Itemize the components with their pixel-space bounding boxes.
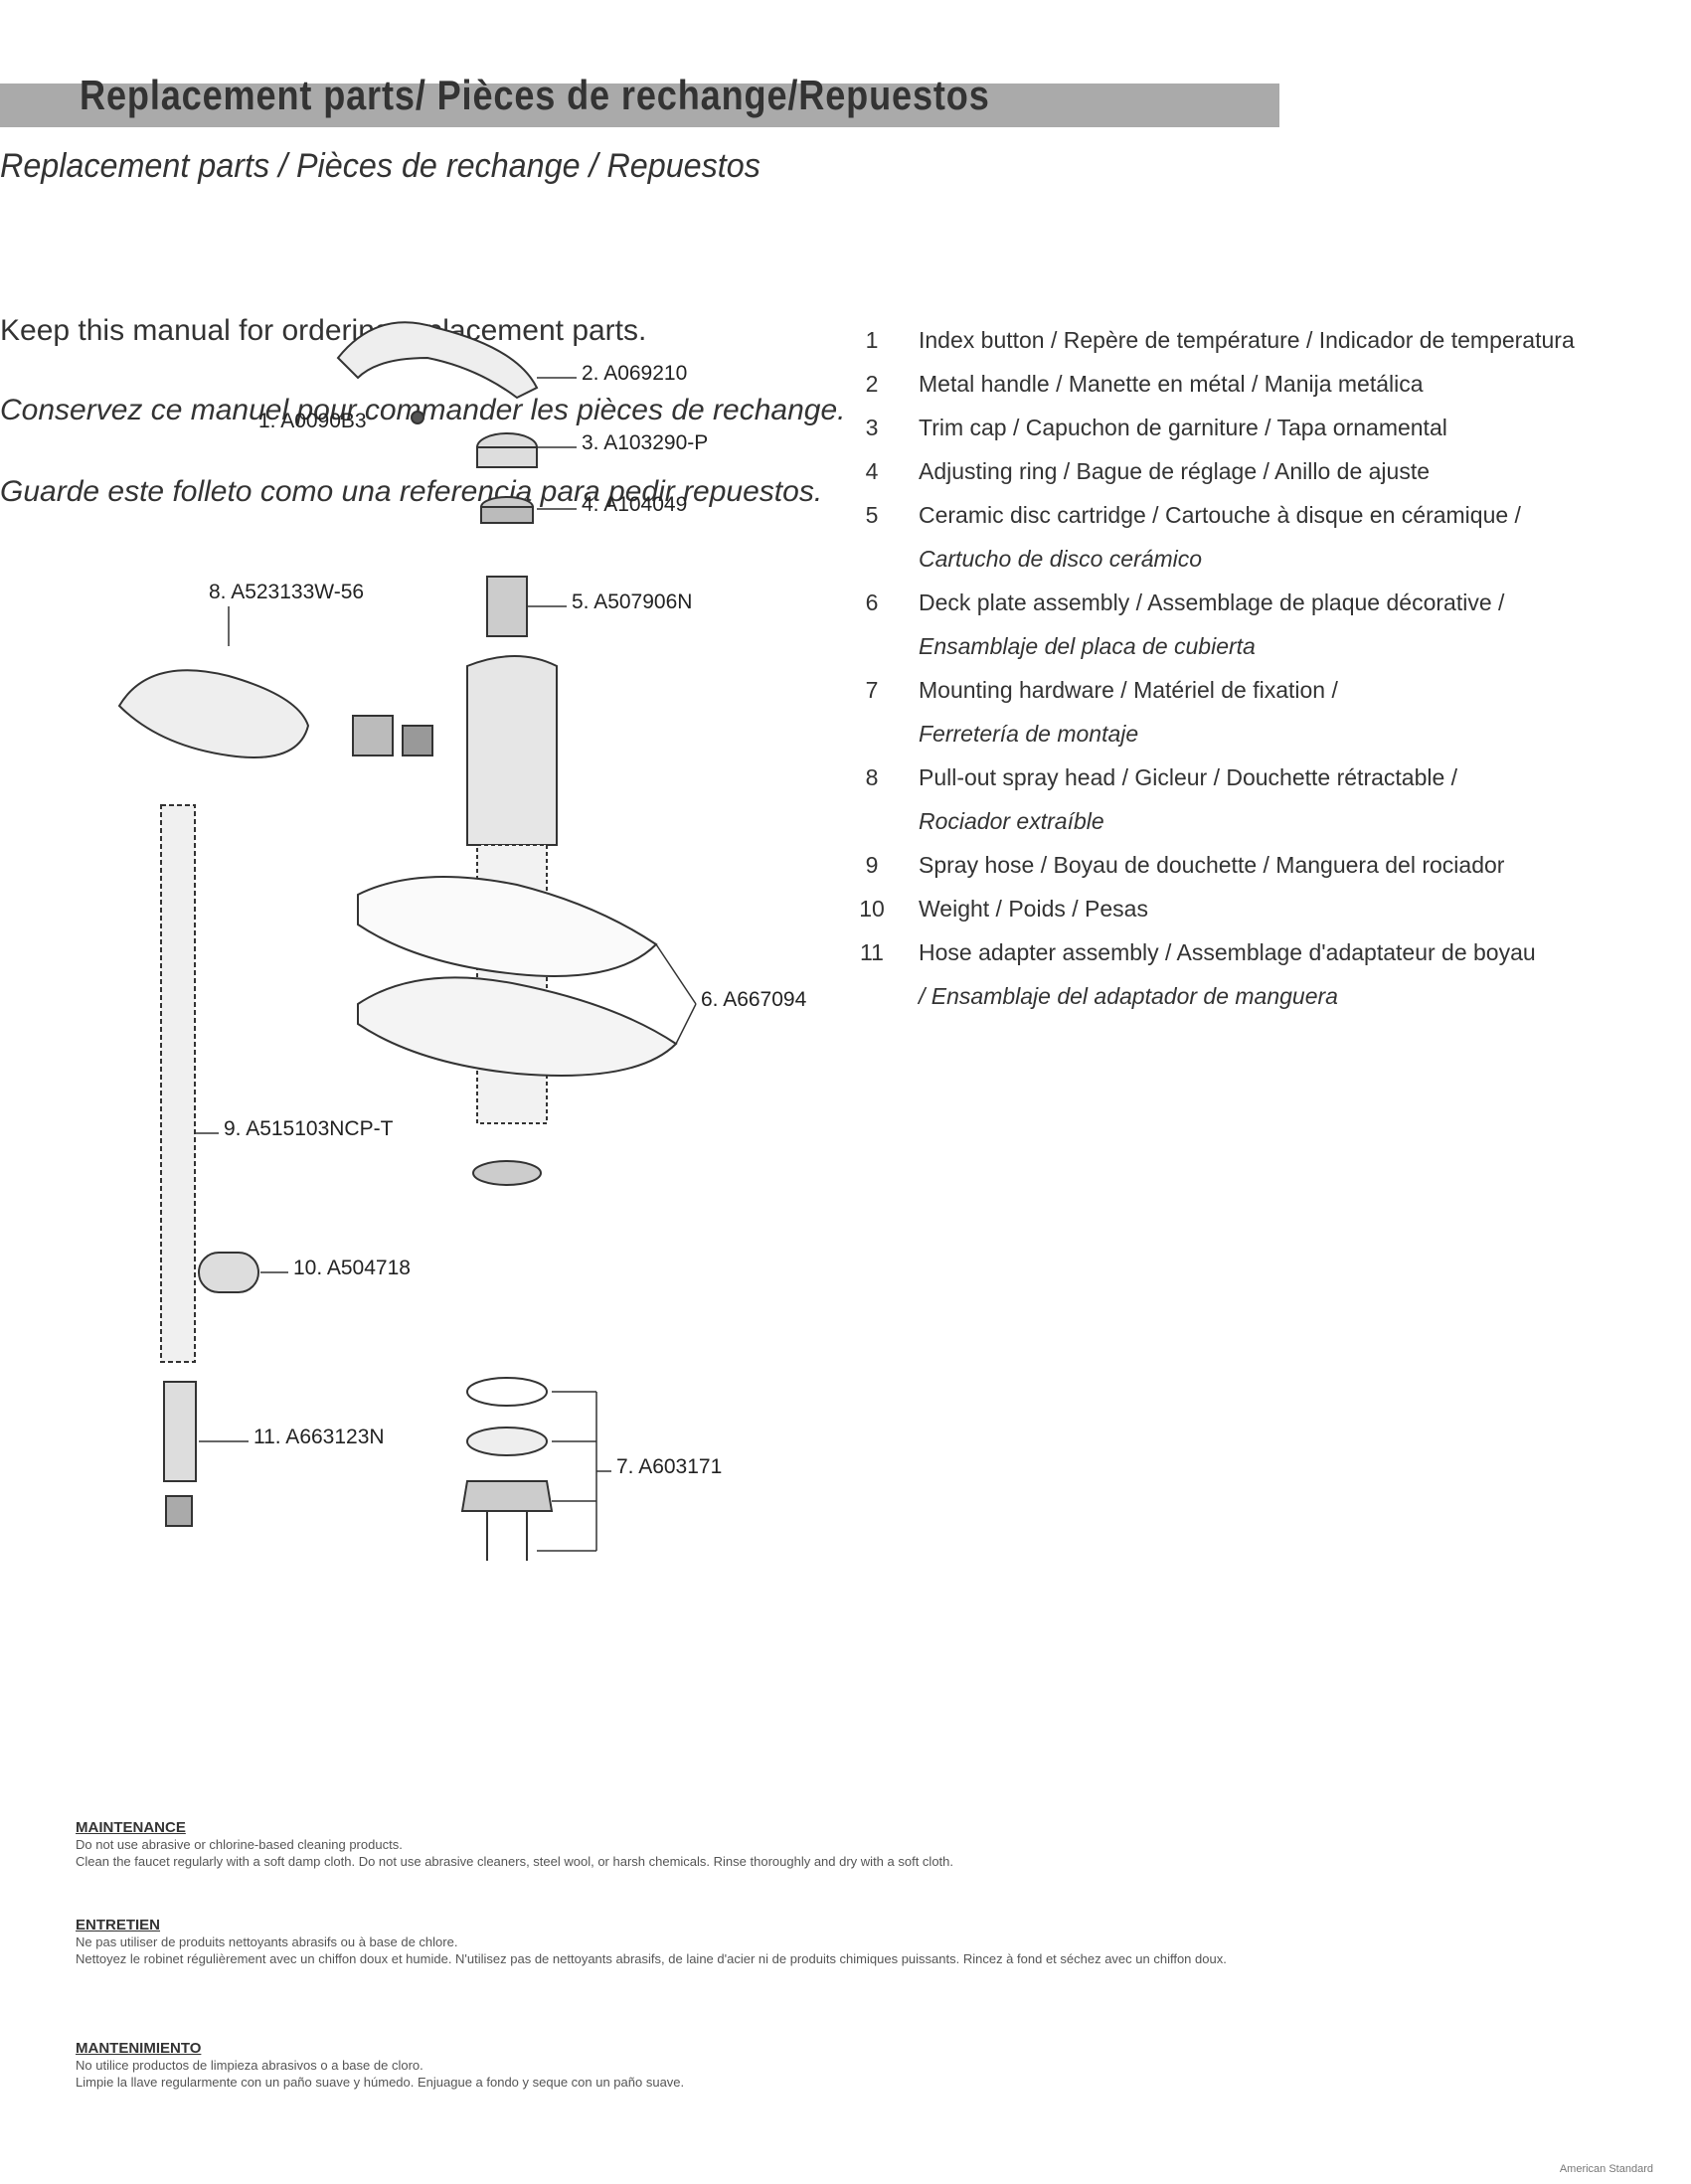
part-text: Adjusting ring / Bague de réglage / Anil… [919, 458, 1431, 484]
mounting-bracket [460, 1480, 554, 1512]
intro-keep-text: Keep this manual for ordering replacemen… [0, 314, 647, 347]
part-row-continued: Cartucho de disco cerámico [857, 537, 1612, 581]
deck-plate-gasket [357, 976, 678, 1077]
part-text: Ferretería de montaje [919, 721, 1139, 747]
part-row: 9 Spray hose / Boyau de douchette / Mangu… [857, 843, 1612, 887]
faucet-body [466, 655, 558, 846]
mounting-ring-2 [466, 1427, 548, 1456]
part-text: Metal handle / Manette en métal / Manija… [919, 371, 1424, 397]
maintenance-heading: MAINTENANCE [76, 1819, 186, 1836]
part-text: Weight / Poids / Pesas [919, 896, 1148, 922]
part-row: 11 Hose adapter assembly / Assemblage d'a… [857, 930, 1612, 974]
deck-plate-top [357, 876, 658, 977]
mounting-washer [472, 1160, 542, 1186]
hose-adapter-nut [402, 725, 433, 756]
part-num: 9 [865, 852, 879, 878]
maintenance-section: MAINTENANCE Do not use abrasive or chlor… [76, 1819, 1616, 1870]
part-text: Deck plate assembly / Assemblage de plaq… [919, 589, 1505, 615]
part-num: 1 [865, 327, 879, 353]
callout-1: 1. A0090B3 [258, 410, 367, 432]
parts-list: 1 Index button / Repère de température / … [857, 318, 1612, 1018]
part-text: Ensamblaje del placa de cubierta [919, 633, 1256, 659]
callout-3: 3. A103290-P [582, 431, 708, 454]
part-text: Mounting hardware / Matériel de fixation… [919, 677, 1338, 703]
mantenimiento-section: MANTENIMIENTO No utilice productos de li… [76, 2040, 1616, 2091]
mounting-ring-1 [466, 1377, 548, 1407]
callout-2: 2. A069210 [582, 362, 687, 385]
callout-8: 8. A523133W-56 [209, 581, 364, 603]
entretien-section: ENTRETIEN Ne pas utiliser de produits ne… [76, 1917, 1616, 1967]
part-row-continued: Rociador extraíble [857, 799, 1612, 843]
maintenance-line-1: Do not use abrasive or chlorine-based cl… [76, 1837, 403, 1852]
part-text: Rociador extraíble [919, 808, 1104, 834]
exploded-parts-diagram: 2. A069210 3. A103290-P 4. A104049 5. A5… [117, 321, 807, 1561]
entretien-line-2: Nettoyez le robinet régulièrement avec u… [76, 1951, 1227, 1966]
part-row: 5 Ceramic disc cartridge / Cartouche à di… [857, 493, 1612, 537]
mantenimiento-line-2: Limpie la llave regularmente con un paño… [76, 2075, 685, 2090]
spray-hose [160, 804, 196, 1363]
part-text: Trim cap / Capuchon de garniture / Tapa … [919, 415, 1447, 440]
intro-guarde-text: Guarde este folleto como una referencia … [0, 475, 823, 508]
part-num: 6 [865, 589, 879, 615]
part-row: 10 Weight / Poids / Pesas [857, 887, 1612, 930]
callout-7: 7. A603171 [616, 1455, 722, 1478]
part-num: 3 [865, 415, 879, 440]
index-button [411, 411, 424, 424]
part-row: 8 Pull-out spray head / Gicleur / Douchet… [857, 756, 1612, 799]
pull-out-spray-head [117, 669, 310, 758]
part-row: 1 Index button / Repère de température / … [857, 318, 1612, 362]
part-num: 2 [865, 371, 879, 397]
callout-11: 11. A663123N [254, 1426, 385, 1448]
part-row-continued: Ensamblaje del placa de cubierta [857, 624, 1612, 668]
part-row: 6 Deck plate assembly / Assemblage de pla… [857, 581, 1612, 624]
part-num: 11 [860, 939, 884, 965]
callout-4: 4. A104049 [582, 493, 687, 516]
entretien-heading: ENTRETIEN [76, 1917, 161, 1933]
part-row-continued: Ferretería de montaje [857, 712, 1612, 756]
part-text: Spray hose / Boyau de douchette / Mangue… [919, 852, 1505, 878]
part-text: / Ensamblaje del adaptador de manguera [919, 983, 1338, 1009]
part-num: 8 [865, 764, 879, 790]
intro-heading: Replacement parts / Pièces de rechange /… [0, 147, 761, 185]
part-row: 4 Adjusting ring / Bague de réglage / Ani… [857, 449, 1612, 493]
hose-adapter [352, 715, 394, 756]
part-row: 2 Metal handle / Manette en métal / Manij… [857, 362, 1612, 406]
maintenance-line-2: Clean the faucet regularly with a soft d… [76, 1854, 954, 1869]
mantenimiento-line-1: No utilice productos de limpieza abrasiv… [76, 2058, 423, 2073]
hose-adapter-assembly [163, 1381, 197, 1482]
part-num: 5 [865, 502, 879, 528]
part-text: Ceramic disc cartridge / Cartouche à dis… [919, 502, 1521, 528]
part-text: Pull-out spray head / Gicleur / Douchett… [919, 764, 1458, 790]
part-num: 7 [865, 677, 879, 703]
metal-handle [336, 321, 539, 400]
part-num: 10 [859, 896, 885, 922]
page-footer: American Standard [1559, 2163, 1653, 2175]
trim-cap-body [476, 446, 538, 468]
part-row: 3 Trim cap / Capuchon de garniture / Tapa… [857, 406, 1612, 449]
callout-9: 9. A515103NCP-T [224, 1117, 394, 1140]
part-row: 7 Mounting hardware / Matériel de fixatio… [857, 668, 1612, 712]
header-bar [0, 84, 1279, 127]
hose-adapter-fitting [165, 1495, 193, 1527]
entretien-line-1: Ne pas utiliser de produits nettoyants a… [76, 1934, 458, 1949]
callout-10: 10. A504718 [293, 1257, 411, 1279]
part-row-continued: / Ensamblaje del adaptador de manguera [857, 974, 1612, 1018]
ceramic-cartridge [486, 576, 528, 637]
mantenimiento-heading: MANTENIMIENTO [76, 2040, 202, 2057]
page-title: Replacement parts/ Pièces de rechange/Re… [80, 72, 990, 118]
part-text: Hose adapter assembly / Assemblage d'ada… [919, 939, 1536, 965]
hose-weight [198, 1252, 259, 1293]
callout-6: 6. A667094 [701, 988, 807, 1011]
part-num: 4 [865, 458, 879, 484]
intro-block: Replacement parts / Pièces de rechange /… [0, 147, 930, 525]
part-text: Index button / Repère de température / I… [919, 327, 1575, 353]
adjusting-ring-body [480, 506, 534, 524]
callout-5: 5. A507906N [572, 590, 692, 613]
part-text: Cartucho de disco cerámico [919, 546, 1203, 572]
